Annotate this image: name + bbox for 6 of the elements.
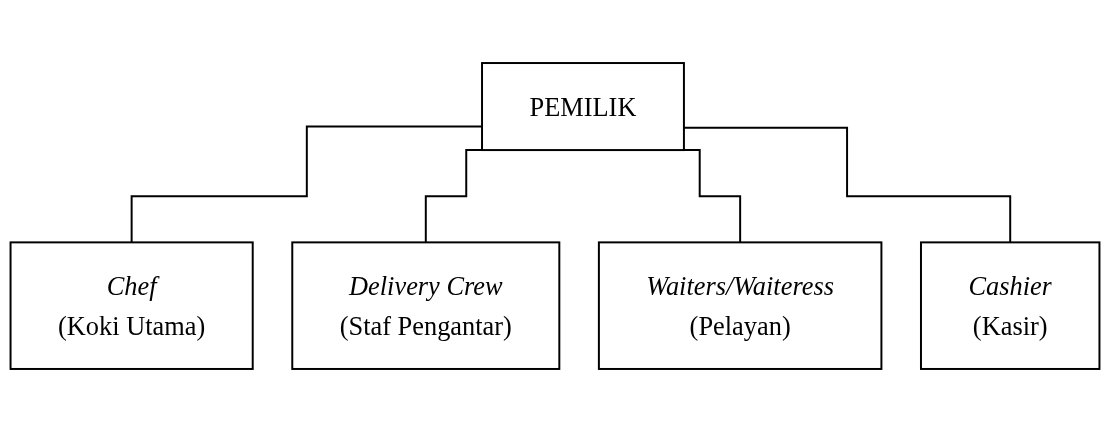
node-box: Waiters/Waiteress (Pelayan) [597,241,883,370]
node-box: Cashier (Kasir) [920,241,1101,370]
node-box: Chef (Koki Utama) [9,241,254,370]
connector [130,125,483,244]
node-box: Delivery Crew (Staf Pengantar) [291,241,561,370]
node-box: PEMILIK [481,62,685,152]
